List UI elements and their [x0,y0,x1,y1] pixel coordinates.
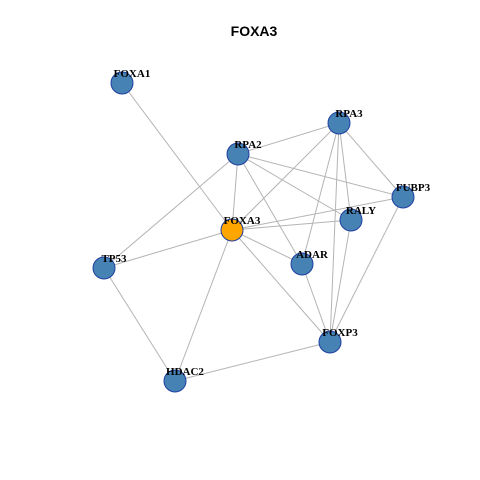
edge-rpa3-fubp3 [338,122,404,198]
node-foxa1: FOXA1 [110,68,151,95]
edge-tp53-hdac2 [103,267,176,382]
edge-rpa2-fubp3 [237,153,404,198]
edge-rpa3-raly [338,122,352,221]
edge-foxa3-adar [231,229,303,265]
edge-raly-foxa3 [231,219,352,231]
edge-layer [103,82,404,382]
edge-rpa2-adar [237,153,303,265]
edge-foxa3-tp53 [103,229,233,269]
node-circle [339,208,363,232]
node-label: HDAC2 [166,366,204,378]
edge-rpa3-foxp3 [329,122,340,343]
node-circle [110,71,134,95]
node-raly: RALY [339,205,376,232]
node-label: FUBP3 [396,182,431,194]
node-label: FOXA1 [114,68,151,80]
node-circle [226,142,250,166]
node-rpa2: RPA2 [226,139,262,166]
node-label: TP53 [101,253,127,265]
edge-rpa2-foxa3 [231,153,239,231]
node-label: ADAR [296,249,329,261]
edge-foxa1-foxa3 [121,82,233,231]
edge-rpa2-rpa3 [237,122,340,155]
edge-foxa3-hdac2 [174,229,233,382]
node-circle [290,252,314,276]
node-label: FOXP3 [322,327,358,339]
node-label: RPA2 [234,139,262,151]
edge-rpa3-foxa3 [231,122,340,231]
node-circle [318,330,342,354]
node-rpa3: RPA3 [327,108,363,135]
edge-fubp3-foxa3 [231,196,404,231]
node-circle [220,218,244,242]
node-circle [327,111,351,135]
edge-rpa2-raly [237,153,352,221]
node-foxa3: FOXA3 [220,215,261,242]
node-fubp3: FUBP3 [391,182,431,209]
edge-fubp3-foxp3 [329,196,404,343]
node-label: FOXA3 [224,215,261,227]
node-adar: ADAR [290,249,329,276]
edge-foxp3-hdac2 [174,341,331,382]
edge-rpa3-adar [301,122,340,265]
node-circle [391,185,415,209]
node-label: RALY [346,205,376,217]
edge-rpa2-tp53 [103,153,239,269]
edge-raly-foxp3 [329,219,352,343]
node-tp53: TP53 [92,253,127,280]
node-hdac2: HDAC2 [163,366,204,393]
node-foxp3: FOXP3 [318,327,358,354]
edge-foxa3-foxp3 [231,229,331,343]
node-circle [163,369,187,393]
node-circle [92,256,116,280]
graph-title: FOXA3 [231,23,278,39]
edge-adar-foxp3 [301,263,331,343]
node-label: RPA3 [335,108,363,120]
